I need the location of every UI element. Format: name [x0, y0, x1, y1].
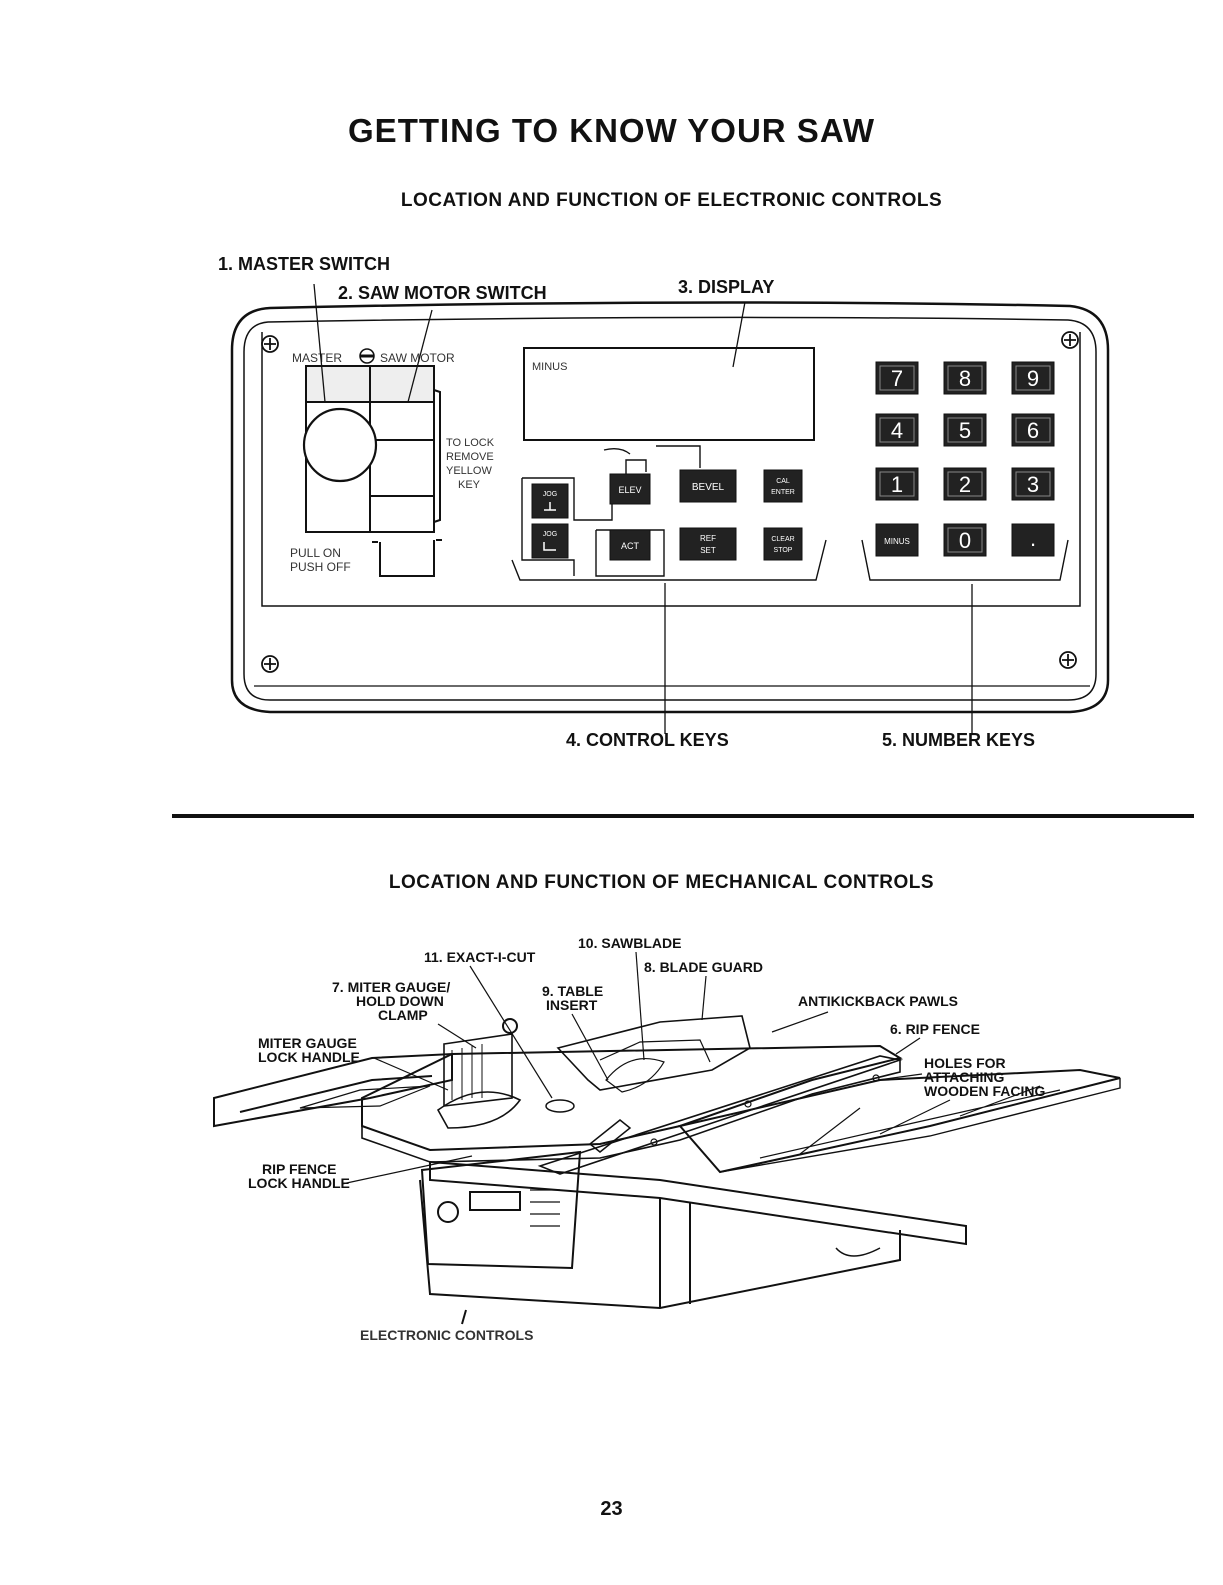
display-callout: 3. DISPLAY [678, 277, 774, 297]
page-number: 23 [600, 1498, 623, 1520]
clear-stop-key[interactable]: CLEAR STOP [763, 527, 803, 561]
svg-text:INSERT: INSERT [546, 997, 598, 1013]
number-key-6[interactable]: 6 [1011, 413, 1055, 447]
display-readout: MINUS [532, 361, 567, 373]
svg-text:ELEV: ELEV [618, 485, 641, 495]
display-screen [523, 347, 815, 441]
miter-lock-label: MITER GAUGE LOCK HANDLE [258, 1035, 360, 1065]
master-label: MASTER [292, 351, 342, 365]
svg-text:3: 3 [1027, 472, 1039, 497]
number-key-1[interactable]: 1 [875, 467, 919, 501]
table-saw-illustration [213, 1015, 1121, 1325]
svg-text:JOG: JOG [543, 531, 557, 538]
svg-text:LOCK HANDLE: LOCK HANDLE [258, 1049, 360, 1065]
svg-text:REMOVE: REMOVE [446, 451, 494, 463]
svg-text:JOG: JOG [543, 491, 557, 498]
panel-outline [230, 301, 1110, 714]
svg-text:SET: SET [700, 546, 716, 555]
svg-text:9: 9 [1027, 366, 1039, 391]
jog-down-key[interactable]: JOG [531, 523, 569, 559]
svg-text:RIP FENCE: RIP FENCE [262, 1161, 336, 1177]
electronic-controls-heading: LOCATION AND FUNCTION OF ELECTRONIC CONT… [400, 190, 943, 211]
rip-fence-label: 6. RIP FENCE [890, 1021, 980, 1037]
switch-housing [305, 365, 441, 533]
section-divider [172, 814, 1194, 818]
number-key-0[interactable]: 0 [943, 523, 987, 557]
svg-text:KEY: KEY [458, 479, 481, 491]
svg-text:ATTACHING: ATTACHING [924, 1069, 1004, 1085]
svg-text:HOLES FOR: HOLES FOR [924, 1055, 1006, 1071]
svg-text:LOCK HANDLE: LOCK HANDLE [248, 1175, 350, 1191]
act-key[interactable]: ACT [609, 529, 651, 561]
panel-screws [261, 331, 1079, 673]
minus-key[interactable]: MINUS [875, 523, 919, 557]
svg-text:BEVEL: BEVEL [692, 482, 725, 493]
table-insert-label: 9. TABLE INSERT [542, 983, 603, 1013]
ref-set-key[interactable]: REF SET [679, 527, 737, 561]
lock-note: TO LOCK REMOVE YELLOW KEY [446, 437, 495, 491]
svg-text:MINUS: MINUS [884, 537, 910, 546]
svg-text:8: 8 [959, 366, 971, 391]
number-key-5[interactable]: 5 [943, 413, 987, 447]
master-switch-callout: 1. MASTER SWITCH [218, 254, 390, 274]
saw-motor-switch[interactable] [372, 404, 432, 530]
svg-text:REF: REF [700, 534, 716, 543]
svg-text:2: 2 [959, 472, 971, 497]
svg-text:CAL: CAL [776, 478, 790, 485]
svg-text:7. MITER GAUGE/: 7. MITER GAUGE/ [332, 979, 450, 995]
antikickback-pawls-label: ANTIKICKBACK PAWLS [798, 993, 958, 1009]
svg-text:TO LOCK: TO LOCK [446, 437, 495, 449]
jog-up-key[interactable]: JOG [531, 483, 569, 519]
bevel-key[interactable]: BEVEL [679, 469, 737, 503]
number-key-4[interactable]: 4 [875, 413, 919, 447]
svg-text:4: 4 [891, 418, 903, 443]
callout-leaders [313, 283, 973, 734]
mechanical-controls-heading: LOCATION AND FUNCTION OF MECHANICAL CONT… [388, 872, 935, 893]
sawblade-label: 10. SAWBLADE [578, 935, 681, 951]
control-keys-callout: 4. CONTROL KEYS [566, 730, 729, 750]
svg-text:CLEAR: CLEAR [771, 536, 794, 543]
svg-text:STOP: STOP [774, 547, 793, 554]
decimal-key[interactable]: . [1011, 523, 1055, 557]
push-off-label: PUSH OFF [290, 560, 351, 574]
number-key-8[interactable]: 8 [943, 361, 987, 395]
number-key-2[interactable]: 2 [943, 467, 987, 501]
number-keys-callout: 5. NUMBER KEYS [882, 730, 1035, 750]
svg-text:5: 5 [959, 418, 971, 443]
electronic-controls-diagram: 1. MASTER SWITCH 2. SAW MOTOR SWITCH 3. … [218, 254, 1110, 750]
svg-text:YELLOW: YELLOW [446, 465, 492, 477]
mechanical-controls-diagram: 10. SAWBLADE 11. EXACT-I-CUT 8. BLADE GU… [213, 935, 1121, 1343]
rip-lock-label: RIP FENCE LOCK HANDLE [248, 1161, 350, 1191]
svg-text:ENTER: ENTER [771, 489, 795, 496]
mechanical-leaders [341, 951, 923, 1185]
svg-text:6: 6 [1027, 418, 1039, 443]
switch-guard [372, 539, 442, 577]
blade-guard-label: 8. BLADE GUARD [644, 959, 763, 975]
svg-text:1: 1 [891, 472, 903, 497]
exact-i-cut-label: 11. EXACT-I-CUT [424, 949, 536, 965]
svg-text:ACT: ACT [621, 541, 640, 551]
svg-text:HOLD DOWN: HOLD DOWN [356, 993, 444, 1009]
svg-text:CLAMP: CLAMP [378, 1007, 428, 1023]
miter-gauge-label: 7. MITER GAUGE/ HOLD DOWN CLAMP [332, 979, 450, 1023]
page-title: GETTING TO KNOW YOUR SAW [348, 112, 875, 149]
svg-text:7: 7 [891, 366, 903, 391]
lock-icon [359, 348, 375, 364]
number-key-3[interactable]: 3 [1011, 467, 1055, 501]
svg-text:0: 0 [959, 528, 971, 553]
electronic-controls-label: ELECTRONIC CONTROLS [360, 1327, 533, 1343]
svg-text:.: . [1030, 526, 1036, 551]
number-key-7[interactable]: 7 [875, 361, 919, 395]
svg-text:MITER GAUGE: MITER GAUGE [258, 1035, 357, 1051]
svg-text:9. TABLE: 9. TABLE [542, 983, 603, 999]
saw-motor-switch-callout: 2. SAW MOTOR SWITCH [338, 283, 547, 303]
elev-key[interactable]: ELEV [609, 473, 651, 505]
saw-motor-label: SAW MOTOR [380, 351, 455, 365]
holes-label: HOLES FOR ATTACHING WOODEN FACING [924, 1055, 1045, 1099]
number-key-9[interactable]: 9 [1011, 361, 1055, 395]
cal-enter-key[interactable]: CAL ENTER [763, 469, 803, 503]
master-switch-knob[interactable] [302, 407, 378, 483]
pull-on-label: PULL ON [290, 546, 341, 560]
